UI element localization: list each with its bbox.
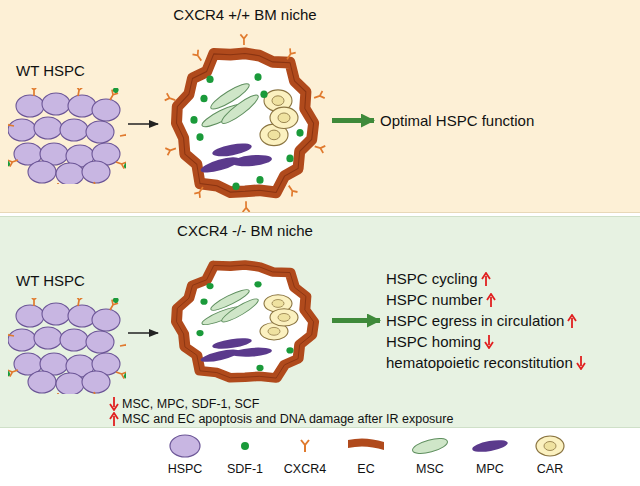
legend-text: CXCR4 <box>284 462 326 476</box>
legend-text: CAR <box>537 462 563 476</box>
outcome-list: HSPC cyclingHSPC numberHSPC egress in ci… <box>386 268 589 373</box>
bm-niche <box>160 246 330 394</box>
flow-arrow <box>128 332 158 334</box>
niche-title: CXCR4 -/- BM niche <box>160 222 330 239</box>
flow-arrow <box>332 318 380 323</box>
legend-text: EC <box>357 462 374 476</box>
outcome-list: Optimal HSPC function <box>380 110 534 131</box>
flow-arrow <box>128 123 158 125</box>
bm-niche: CXCR4 -/- BM niche <box>160 222 330 394</box>
red-arrow <box>481 272 491 286</box>
outcome-text: HSPC egress in circulation <box>386 310 564 331</box>
red-arrow <box>109 397 119 411</box>
outcome-text: HSPC homing <box>386 331 481 352</box>
outcome-text: hematopoietic reconstitution <box>386 352 573 373</box>
niche-note: MSC, MPC, SDF-1, SCF <box>106 397 260 411</box>
cell-label: WT HSPC <box>8 62 126 79</box>
niche-title: CXCR4 +/+ BM niche <box>160 6 330 23</box>
outcome-text: HSPC number <box>386 289 483 310</box>
niche-note: MSC and EC apoptosis and DNA damage afte… <box>106 412 453 426</box>
outcome-text: HSPC cycling <box>386 268 478 289</box>
red-arrow <box>109 412 119 426</box>
red-arrow <box>576 356 586 370</box>
cell-label: WT HSPC <box>8 272 126 289</box>
legend-text: MPC <box>476 462 504 476</box>
legend-text: SDF-1 <box>227 462 263 476</box>
hspc-cluster: WT HSPC <box>8 272 126 396</box>
hspc-cluster: WT HSPC <box>8 62 126 186</box>
red-arrow <box>486 293 496 307</box>
flow-arrow <box>332 118 374 123</box>
red-arrow <box>484 335 494 349</box>
outcome-text: Optimal HSPC function <box>380 110 534 131</box>
legend-text: HSPC <box>168 462 203 476</box>
bm-niche <box>160 30 330 212</box>
legend-text: MSC <box>416 462 444 476</box>
legend-icons <box>0 430 640 486</box>
bm-niche: CXCR4 +/+ BM niche <box>160 6 330 212</box>
hspc-cluster <box>8 88 126 184</box>
note-text: MSC, MPC, SDF-1, SCF <box>122 397 260 411</box>
red-arrow <box>567 314 577 328</box>
hspc-cluster <box>8 298 126 394</box>
note-text: MSC and EC apoptosis and DNA damage afte… <box>122 412 453 426</box>
